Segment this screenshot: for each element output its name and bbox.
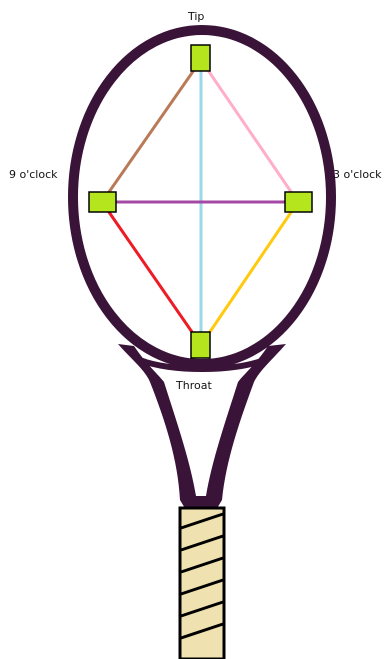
marker-nine — [89, 192, 116, 212]
marker-throat — [191, 332, 210, 358]
racket-grip — [180, 508, 224, 659]
throat-label: Throat — [176, 379, 212, 392]
tip-label: Tip — [188, 10, 204, 23]
marker-tip — [191, 45, 210, 71]
nine-oclock-label: 9 o'clock — [9, 168, 58, 181]
three-oclock-label: 3 o'clock — [333, 168, 382, 181]
marker-three — [285, 192, 312, 212]
